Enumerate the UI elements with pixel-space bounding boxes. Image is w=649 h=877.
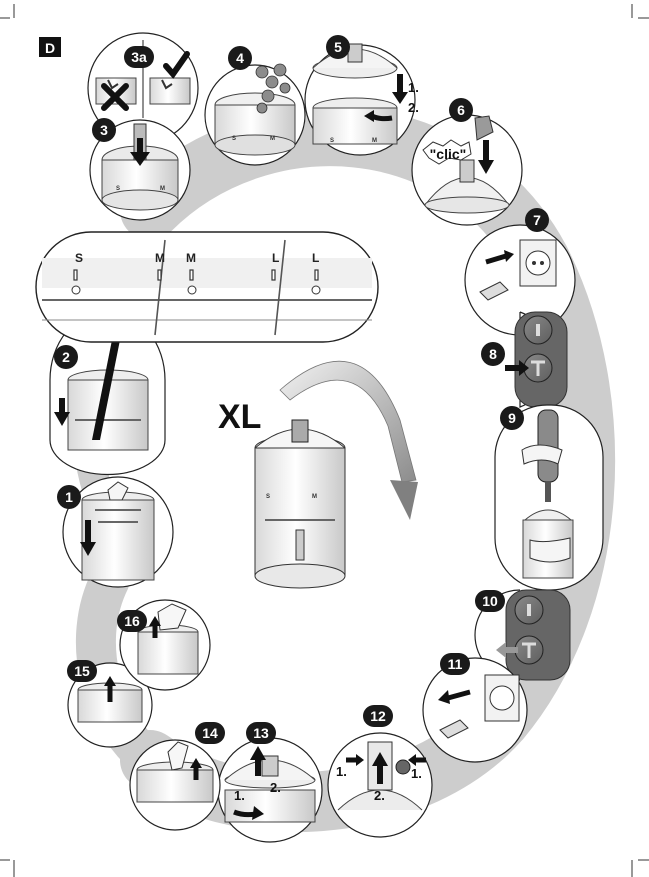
cross-icon bbox=[101, 83, 129, 111]
big-curved-arrow bbox=[279, 360, 418, 520]
step-12-substep-1-right: 1. bbox=[411, 766, 422, 781]
step-badge-10: 10 bbox=[475, 590, 505, 612]
svg-text:11: 11 bbox=[448, 656, 463, 672]
step-badge-1: 1 bbox=[57, 485, 81, 509]
step-badges: 1 2 3 3a 4 5 6 7 bbox=[54, 35, 549, 744]
section-letter-box: D bbox=[39, 37, 61, 57]
svg-text:10: 10 bbox=[482, 593, 498, 609]
step-badge-7: 7 bbox=[525, 208, 549, 232]
step-badge-13: 13 bbox=[246, 722, 276, 744]
step-1-panel bbox=[62, 476, 174, 588]
step-badge-3a: 3a bbox=[124, 46, 154, 68]
svg-text:5: 5 bbox=[334, 39, 342, 55]
svg-text:7: 7 bbox=[533, 212, 541, 228]
step-badge-15: 15 bbox=[67, 660, 97, 682]
svg-text:2: 2 bbox=[62, 349, 70, 365]
svg-text:1: 1 bbox=[65, 489, 73, 505]
step-12-panel: 1. 1. 2. bbox=[327, 732, 433, 838]
step-badge-14: 14 bbox=[195, 722, 225, 744]
svg-text:15: 15 bbox=[74, 663, 90, 679]
svg-text:16: 16 bbox=[124, 613, 140, 629]
scale-label-m-2: M bbox=[186, 251, 196, 265]
svg-text:S: S bbox=[232, 136, 236, 142]
step-7-panel bbox=[464, 224, 576, 336]
svg-text:9: 9 bbox=[508, 410, 516, 426]
xl-label: XL bbox=[218, 398, 261, 436]
step-3a-panel bbox=[87, 32, 199, 144]
step-6-panel: "clic" bbox=[411, 114, 523, 226]
step-9-panel bbox=[494, 404, 604, 591]
step-badge-6: 6 bbox=[449, 98, 473, 122]
svg-text:S: S bbox=[266, 494, 270, 500]
step-badge-4: 4 bbox=[228, 46, 252, 70]
step-5-substep-1: 1. bbox=[408, 80, 419, 95]
clic-text: "clic" bbox=[430, 146, 467, 162]
step-badge-16: 16 bbox=[117, 610, 147, 632]
svg-text:13: 13 bbox=[253, 725, 269, 741]
svg-text:M: M bbox=[270, 136, 275, 142]
svg-text:M: M bbox=[372, 138, 377, 144]
step-16-panel bbox=[119, 599, 211, 691]
svg-text:S: S bbox=[330, 138, 334, 144]
step-11-panel bbox=[422, 657, 528, 763]
step-12-substep-2: 2. bbox=[374, 788, 385, 803]
scale-magnifier: S M M L L bbox=[35, 231, 379, 343]
scale-label-m-1: M bbox=[155, 251, 165, 265]
step-badge-5: 5 bbox=[326, 35, 350, 59]
step-5-panel: 1. 2. S M bbox=[304, 43, 419, 156]
step-badge-11: 11 bbox=[440, 653, 470, 675]
crop-marks bbox=[0, 4, 649, 877]
svg-text:M: M bbox=[160, 186, 165, 192]
step-badge-8: 8 bbox=[481, 342, 505, 366]
step-15-panel bbox=[67, 662, 153, 748]
svg-text:3a: 3a bbox=[131, 49, 147, 65]
scale-label-l-2: L bbox=[312, 251, 319, 265]
step-8-panel bbox=[505, 311, 568, 408]
step-14-panel bbox=[129, 739, 221, 831]
xl-bowl-illustration: XL S M bbox=[218, 398, 346, 589]
svg-text:6: 6 bbox=[457, 102, 465, 118]
step-badge-12: 12 bbox=[363, 705, 393, 727]
svg-text:M: M bbox=[312, 494, 317, 500]
step-13-panel: 1. 2. bbox=[217, 737, 323, 843]
section-letter: D bbox=[45, 40, 55, 56]
svg-text:3: 3 bbox=[100, 122, 108, 138]
step-badge-3: 3 bbox=[92, 118, 116, 142]
svg-text:4: 4 bbox=[236, 50, 244, 66]
step-5-substep-2: 2. bbox=[408, 100, 419, 115]
step-13-substep-2: 2. bbox=[270, 780, 281, 795]
step-2-panel bbox=[49, 300, 166, 476]
svg-text:12: 12 bbox=[370, 708, 386, 724]
svg-text:S: S bbox=[116, 186, 120, 192]
step-badge-2: 2 bbox=[54, 345, 78, 369]
scale-label-l-1: L bbox=[272, 251, 279, 265]
scale-label-s: S bbox=[75, 251, 83, 265]
step-12-substep-1-left: 1. bbox=[336, 764, 347, 779]
check-icon bbox=[163, 51, 190, 79]
step-10-panel bbox=[474, 589, 571, 681]
step-badge-9: 9 bbox=[500, 406, 524, 430]
step-13-substep-1: 1. bbox=[234, 788, 245, 803]
svg-text:8: 8 bbox=[489, 346, 497, 362]
svg-text:14: 14 bbox=[202, 725, 218, 741]
